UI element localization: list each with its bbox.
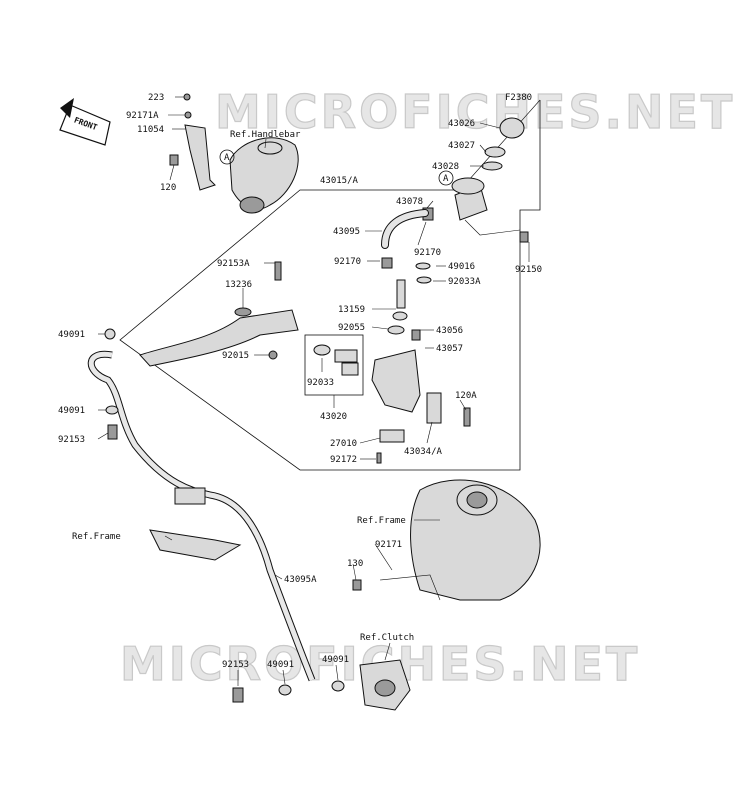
part-labels: 223 92171A 11054 120 Ref.Handlebar 43015… [58, 93, 542, 670]
label-92015: 92015 [222, 351, 249, 361]
ref-marker-a-1-label: A [224, 153, 230, 163]
clutch-slave [359, 659, 411, 711]
label-ref-handlebar: Ref.Handlebar [230, 130, 301, 140]
label-43057: 43057 [436, 344, 463, 354]
label-43034a: 43034/A [404, 447, 443, 457]
label-92171: 92171 [375, 540, 402, 550]
frame-head [352, 479, 541, 601]
label-49091-d: 49091 [322, 655, 349, 665]
label-92033: 92033 [307, 378, 334, 388]
leader-lines [97, 96, 530, 686]
figure-code: F2380 [505, 93, 532, 103]
watermark-bottom: MICROFICHES.NET [120, 637, 640, 691]
label-11054: 11054 [137, 125, 164, 135]
clutch-lever [139, 307, 299, 367]
label-49016: 49016 [448, 262, 475, 272]
label-92171a: 92171A [126, 111, 159, 121]
frame-bracket [149, 529, 242, 561]
label-92170-b: 92170 [334, 257, 361, 267]
label-43020: 43020 [320, 412, 347, 422]
label-43027: 43027 [448, 141, 475, 151]
label-43056: 43056 [436, 326, 463, 336]
assembly-frame [119, 100, 541, 471]
clutch-hose [87, 350, 316, 682]
label-92153-a: 92153 [58, 435, 85, 445]
label-43078: 43078 [396, 197, 423, 207]
handlebar-clamp [169, 93, 299, 214]
label-43095a: 43095A [284, 575, 317, 585]
label-ref-frame-left: Ref.Frame [72, 532, 121, 542]
label-49091-a: 49091 [58, 330, 85, 340]
label-ref-frame-right: Ref.Frame [357, 516, 406, 526]
label-13159: 13159 [338, 305, 365, 315]
ref-marker-a-2-label: A [443, 174, 449, 184]
label-92172: 92172 [330, 455, 357, 465]
label-43015a: 43015/A [320, 176, 359, 186]
label-130: 130 [347, 559, 363, 569]
master-cylinder [274, 257, 471, 464]
label-92150: 92150 [515, 265, 542, 275]
label-92055: 92055 [338, 323, 365, 333]
label-ref-clutch: Ref.Clutch [360, 633, 414, 643]
label-92153-b: 92153 [222, 660, 249, 670]
label-43095: 43095 [333, 227, 360, 237]
front-arrow-icon: FRONT [59, 98, 111, 146]
label-49091-c: 49091 [267, 660, 294, 670]
label-43026: 43026 [448, 119, 475, 129]
label-223: 223 [148, 93, 164, 103]
label-43028: 43028 [432, 162, 459, 172]
watermark-top: MICROFICHES.NET [215, 85, 735, 139]
ref-marker-a-2 [438, 170, 454, 186]
label-13236: 13236 [225, 280, 252, 290]
label-27010: 27010 [330, 439, 357, 449]
label-92033a: 92033A [448, 277, 481, 287]
label-92170-a: 92170 [414, 248, 441, 258]
label-120a: 120A [455, 391, 477, 401]
label-120: 120 [160, 183, 176, 193]
label-49091-b: 49091 [58, 406, 85, 416]
ref-marker-a-1 [219, 149, 235, 165]
hose-fittings [104, 328, 345, 703]
piston-kit [313, 344, 359, 376]
label-92153a: 92153A [217, 259, 250, 269]
